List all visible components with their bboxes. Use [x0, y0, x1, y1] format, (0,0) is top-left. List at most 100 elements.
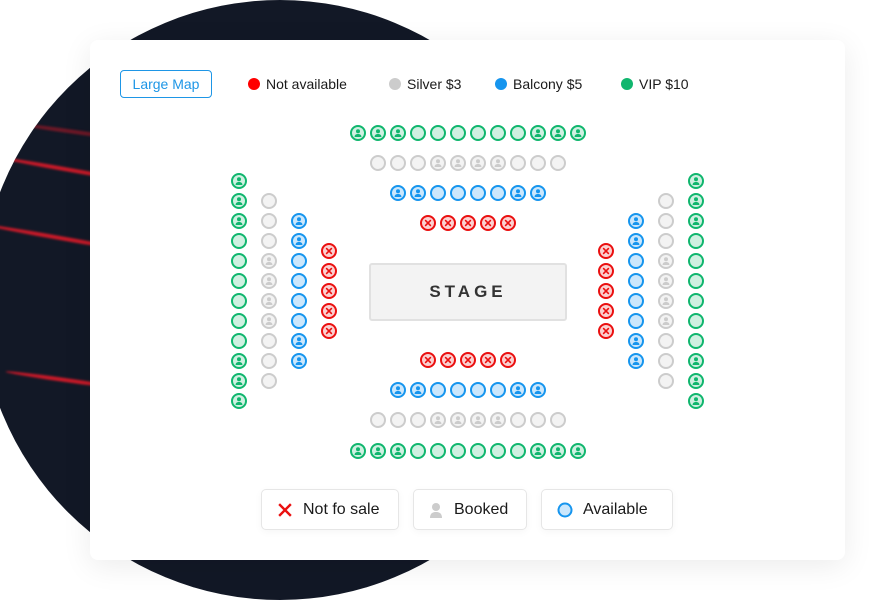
seat-top-silver-7 [490, 155, 506, 171]
seat-top-balcony-7 [510, 185, 526, 201]
seat-left-balcony-8 [291, 353, 307, 369]
seat-left-silver-2[interactable] [261, 213, 277, 229]
seat-top-silver-1[interactable] [370, 155, 386, 171]
seat-bottom-vip-5[interactable] [430, 443, 446, 459]
seat-right-vip-4[interactable] [688, 233, 704, 249]
seat-top-na-2 [440, 215, 456, 231]
legend-vip: VIP $10 [621, 76, 689, 92]
key-not-for-sale: Not fo sale [261, 489, 399, 530]
seat-top-vip-7[interactable] [470, 125, 486, 141]
seat-bottom-vip-12 [570, 443, 586, 459]
seat-right-balcony-6[interactable] [628, 313, 644, 329]
seat-left-silver-8[interactable] [261, 333, 277, 349]
seat-left-vip-5[interactable] [231, 253, 247, 269]
seat-top-balcony-2 [410, 185, 426, 201]
seat-left-vip-7[interactable] [231, 293, 247, 309]
seat-top-vip-5[interactable] [430, 125, 446, 141]
seat-right-vip-8[interactable] [688, 313, 704, 329]
seat-top-silver-10[interactable] [550, 155, 566, 171]
seat-bottom-silver-9[interactable] [530, 412, 546, 428]
seat-bottom-vip-4[interactable] [410, 443, 426, 459]
seat-bottom-na-1 [420, 352, 436, 368]
seat-bottom-silver-1[interactable] [370, 412, 386, 428]
seat-right-na-5 [598, 323, 614, 339]
seat-left-vip-4[interactable] [231, 233, 247, 249]
seat-right-silver-5 [658, 273, 674, 289]
seat-bottom-balcony-6[interactable] [490, 382, 506, 398]
seat-left-silver-3[interactable] [261, 233, 277, 249]
seat-top-balcony-8 [530, 185, 546, 201]
seat-top-vip-3 [390, 125, 406, 141]
seat-bottom-vip-8[interactable] [490, 443, 506, 459]
seat-top-vip-10 [530, 125, 546, 141]
seat-bottom-silver-4 [430, 412, 446, 428]
seat-top-vip-1 [350, 125, 366, 141]
key-available: Available [541, 489, 673, 530]
seat-top-silver-6 [470, 155, 486, 171]
seat-bottom-vip-6[interactable] [450, 443, 466, 459]
seat-top-vip-9[interactable] [510, 125, 526, 141]
seat-left-na-1 [321, 243, 337, 259]
seat-left-balcony-5[interactable] [291, 293, 307, 309]
seat-left-vip-9[interactable] [231, 333, 247, 349]
seat-bottom-silver-3[interactable] [410, 412, 426, 428]
seat-right-silver-1[interactable] [658, 193, 674, 209]
seat-left-silver-10[interactable] [261, 373, 277, 389]
seat-left-silver-9[interactable] [261, 353, 277, 369]
seat-top-balcony-4[interactable] [450, 185, 466, 201]
seat-bottom-balcony-5[interactable] [470, 382, 486, 398]
seat-top-silver-5 [450, 155, 466, 171]
seat-bottom-vip-7[interactable] [470, 443, 486, 459]
seat-bottom-silver-2[interactable] [390, 412, 406, 428]
large-map-button[interactable]: Large Map [120, 70, 212, 98]
seat-right-balcony-5[interactable] [628, 293, 644, 309]
seat-right-balcony-4[interactable] [628, 273, 644, 289]
seat-left-silver-4 [261, 253, 277, 269]
seat-left-balcony-2 [291, 233, 307, 249]
seat-bottom-balcony-7 [510, 382, 526, 398]
key-label: Not fo sale [303, 500, 380, 518]
seat-left-balcony-4[interactable] [291, 273, 307, 289]
seat-right-na-1 [598, 243, 614, 259]
seat-bottom-balcony-3[interactable] [430, 382, 446, 398]
legend-label: Balcony $5 [513, 76, 583, 92]
seat-right-silver-2[interactable] [658, 213, 674, 229]
seat-top-vip-6[interactable] [450, 125, 466, 141]
seat-left-vip-6[interactable] [231, 273, 247, 289]
seat-top-silver-3[interactable] [410, 155, 426, 171]
seat-top-vip-4[interactable] [410, 125, 426, 141]
seat-left-silver-6 [261, 293, 277, 309]
seat-right-silver-3[interactable] [658, 233, 674, 249]
seat-right-silver-9[interactable] [658, 353, 674, 369]
seat-bottom-vip-9[interactable] [510, 443, 526, 459]
seat-left-silver-1[interactable] [261, 193, 277, 209]
seat-bottom-balcony-8 [530, 382, 546, 398]
seat-right-vip-9[interactable] [688, 333, 704, 349]
seat-left-balcony-1 [291, 213, 307, 229]
seat-bottom-silver-8[interactable] [510, 412, 526, 428]
seat-left-balcony-3[interactable] [291, 253, 307, 269]
seat-right-vip-7[interactable] [688, 293, 704, 309]
red-dot-icon [248, 78, 260, 90]
seat-right-silver-10[interactable] [658, 373, 674, 389]
seat-top-balcony-6[interactable] [490, 185, 506, 201]
key-label: Booked [454, 500, 509, 518]
seat-top-silver-9[interactable] [530, 155, 546, 171]
seat-bottom-silver-10[interactable] [550, 412, 566, 428]
seat-bottom-balcony-4[interactable] [450, 382, 466, 398]
seat-top-balcony-5[interactable] [470, 185, 486, 201]
seat-left-silver-7 [261, 313, 277, 329]
x-icon [277, 502, 293, 518]
seat-left-na-2 [321, 263, 337, 279]
seat-bottom-vip-1 [350, 443, 366, 459]
seat-top-vip-8[interactable] [490, 125, 506, 141]
seat-right-balcony-3[interactable] [628, 253, 644, 269]
seat-top-silver-2[interactable] [390, 155, 406, 171]
seat-left-vip-8[interactable] [231, 313, 247, 329]
seat-left-balcony-6[interactable] [291, 313, 307, 329]
seat-right-vip-6[interactable] [688, 273, 704, 289]
seat-right-silver-8[interactable] [658, 333, 674, 349]
seat-top-balcony-3[interactable] [430, 185, 446, 201]
seat-top-silver-8[interactable] [510, 155, 526, 171]
seat-right-vip-5[interactable] [688, 253, 704, 269]
